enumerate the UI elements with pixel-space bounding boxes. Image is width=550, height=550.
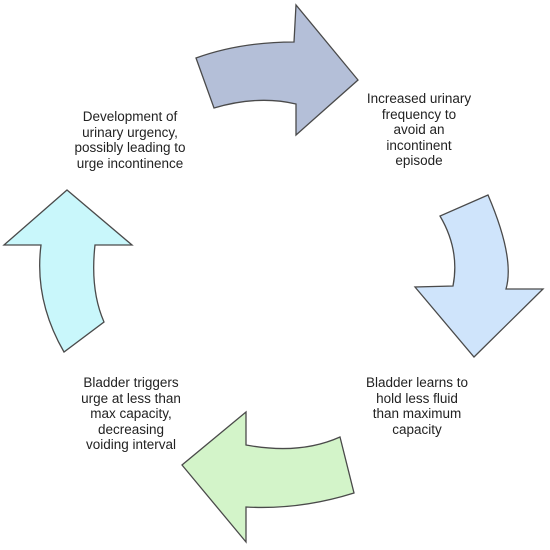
step-frequency-text: Increased urinary frequency to avoid an …	[366, 91, 472, 168]
step-urgency-text: Development of urinary urgency, possibly…	[74, 109, 186, 171]
arrow-left	[2, 189, 134, 353]
arrow-bottom	[181, 410, 355, 544]
step-trigger-text: Bladder triggers urge at less than max c…	[81, 375, 181, 452]
arrow-top	[195, 3, 359, 137]
step-less-fluid-text: Bladder learns to hold less fluid than m…	[365, 375, 469, 437]
arrow-right	[413, 194, 545, 358]
